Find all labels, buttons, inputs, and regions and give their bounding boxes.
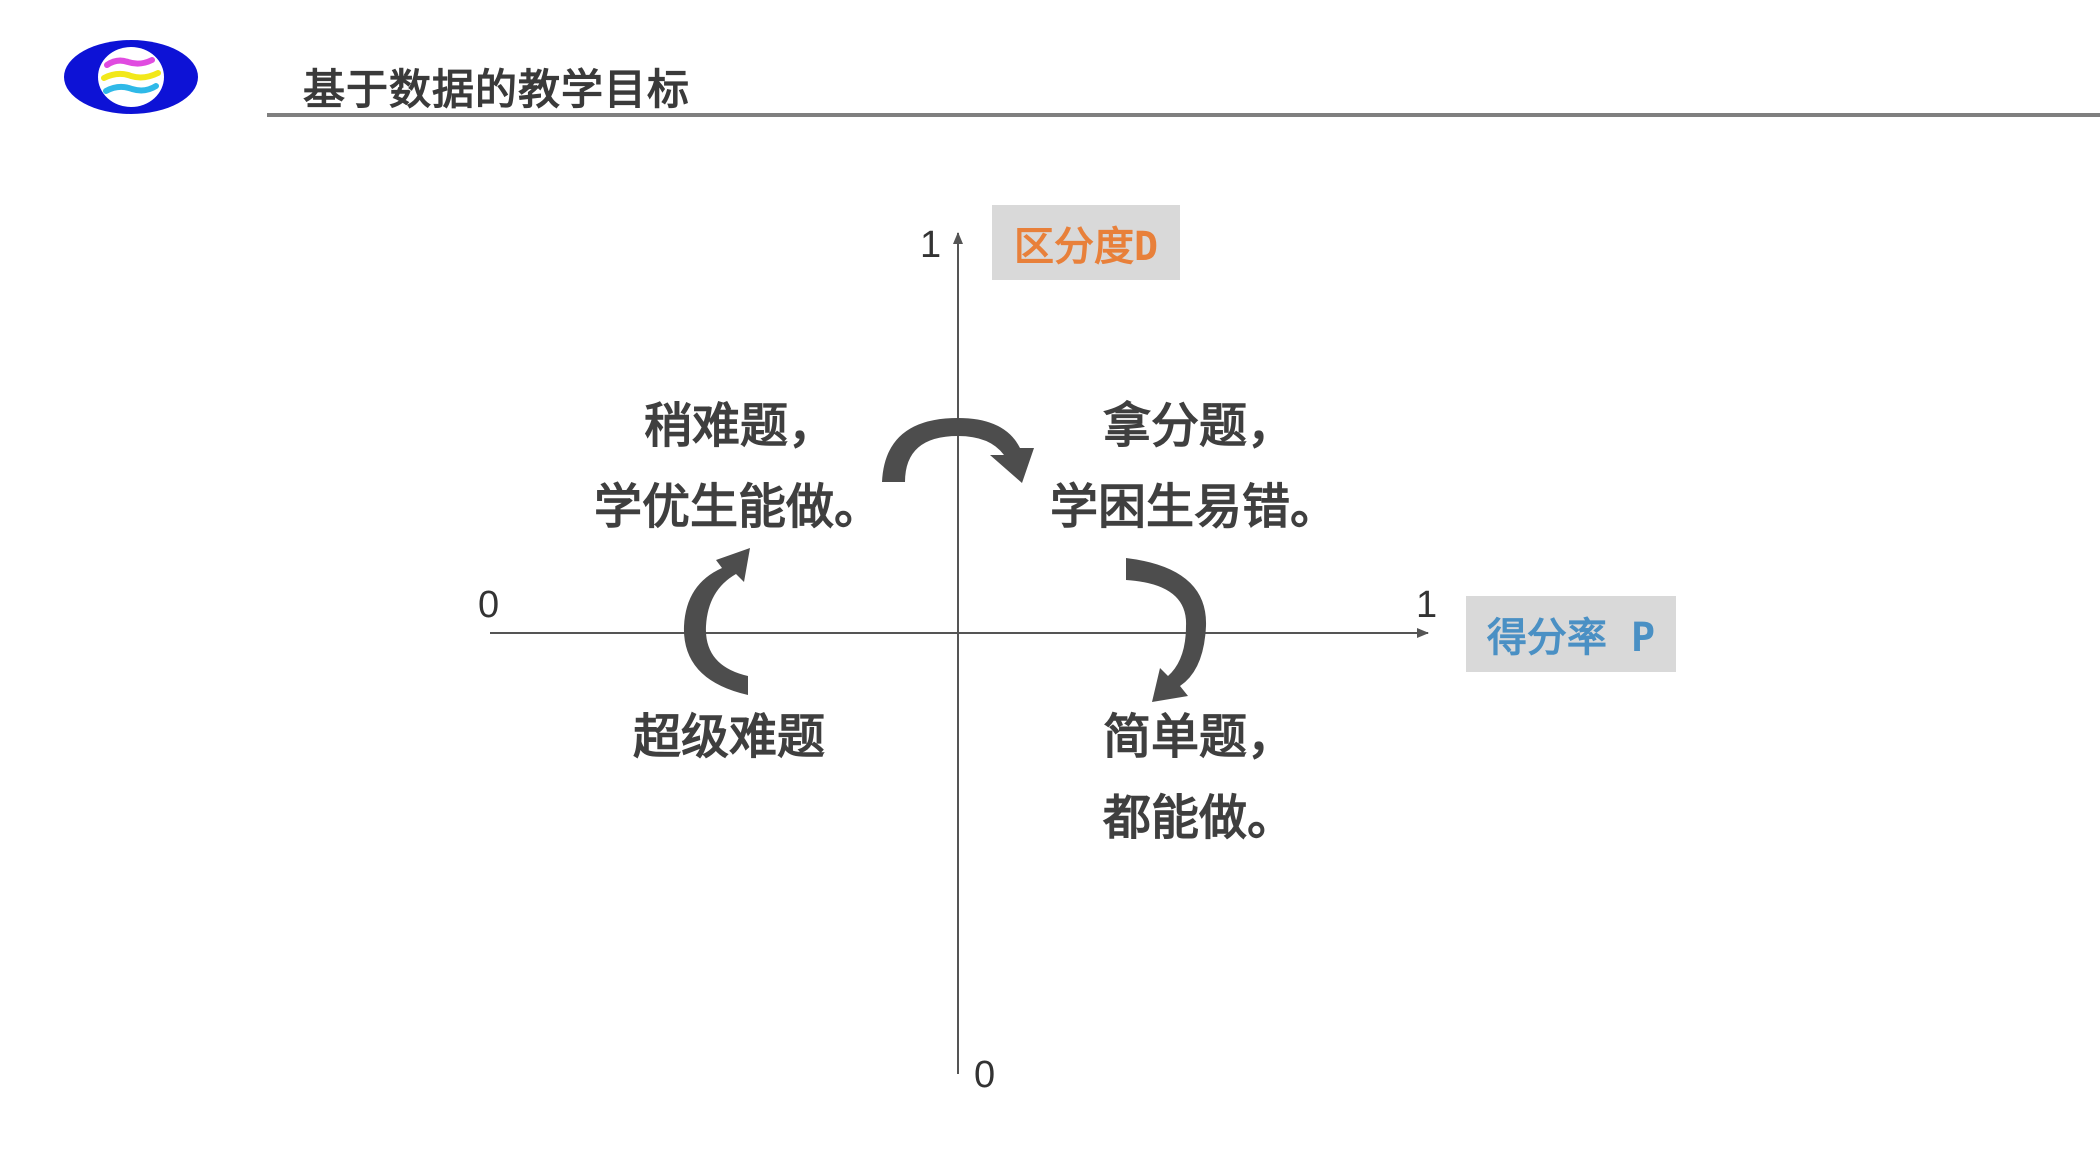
quadrant-top-right-label: 拿分题， 学困生易错。 xyxy=(1050,386,1338,548)
quadrant-top-right-line-1: 拿分题， xyxy=(1103,398,1296,454)
quadrant-top-left-line-2: 学优生能做。 xyxy=(594,479,883,535)
quadrant-top-left-line-1: 稍难题， xyxy=(644,398,837,454)
flow-arrow-left xyxy=(683,548,750,695)
quadrant-top-left-label: 稍难题， 学优生能做。 xyxy=(594,386,882,548)
x-axis-label: 得分率 P xyxy=(1466,596,1676,672)
quadrant-bottom-left-line-1: 超级难题 xyxy=(633,709,826,765)
page-title: 基于数据的教学目标 xyxy=(303,65,691,114)
y-axis-label: 区分度D xyxy=(992,205,1180,280)
quadrant-bottom-left-label: 超级难题 xyxy=(633,697,825,778)
quadrant-bottom-right-label: 简单题， 都能做。 xyxy=(1103,697,1295,859)
title-underline xyxy=(267,113,2100,117)
y-axis-max-tick: 1 xyxy=(920,224,942,266)
school-emblem-icon xyxy=(64,40,198,114)
x-axis-max-tick: 1 xyxy=(1416,584,1438,626)
y-axis-min-tick: 0 xyxy=(974,1054,996,1096)
quadrant-bottom-right-line-2: 都能做。 xyxy=(1103,790,1296,846)
flow-arrow-right xyxy=(1126,558,1207,702)
x-axis-min-tick: 0 xyxy=(478,584,500,626)
flow-arrow-top xyxy=(882,418,1034,483)
quadrant-bottom-right-line-1: 简单题， xyxy=(1103,709,1296,765)
x-axis-label-text: 得分率 P xyxy=(1486,615,1656,661)
y-axis-label-text: 区分度D xyxy=(1013,223,1159,270)
quadrant-top-right-line-2: 学困生易错。 xyxy=(1050,479,1339,535)
